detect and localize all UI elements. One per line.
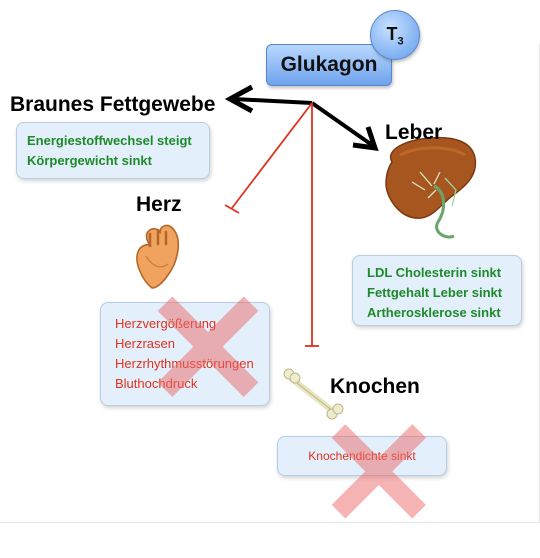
heart-heading: Herz (136, 193, 182, 216)
bone-heading: Knochen (330, 375, 420, 398)
brown-fat-effect: Körpergewicht sinkt (27, 153, 152, 168)
liver-effect: Fettgehalt Leber sinkt (367, 285, 503, 300)
diagram-canvas: Glukagon T3 Braunes Fettgewebe Leber Her… (0, 10, 540, 549)
heart-effect: Herzrasen (115, 336, 175, 351)
brown-fat-effect: Energiestoffwechsel steigt (27, 133, 192, 148)
inhibition-to-heart (231, 102, 313, 209)
arrow-head-brown-fat (224, 84, 254, 114)
t3-subscript: 3 (397, 35, 404, 48)
heart-effects-box: Herzvergößerung Herzrasen Herzrhythmusst… (100, 302, 270, 406)
liver-effects-box: LDL Cholesterin sinkt Fettgehalt Leber s… (352, 255, 522, 326)
brown-fat-heading: Braunes Fettgewebe (10, 93, 216, 116)
liver-effect: LDL Cholesterin sinkt (367, 265, 502, 280)
glukagon-label: Glukagon (280, 53, 378, 76)
glukagon-node: Glukagon (266, 44, 392, 86)
heart-effect: Herzvergößerung (115, 316, 217, 331)
heart-icon (136, 224, 180, 289)
liver-heading: Leber (385, 121, 443, 144)
arrow-head-liver (352, 126, 379, 152)
bone-effect: Knochendichte sinkt (308, 449, 416, 463)
bone-effects-box: Knochendichte sinkt (277, 436, 447, 476)
connector-layer (136, 84, 477, 420)
heart-effect: Bluthochdruck (115, 376, 198, 391)
liver-icon (385, 136, 477, 239)
brown-fat-effects-box: Energiestoffwechsel steigt Körpergewicht… (16, 122, 210, 179)
liver-effect: Artherosklerose sinkt (367, 305, 501, 320)
inhibition-bar-heart (224, 204, 240, 214)
t3-letter: T (386, 24, 398, 44)
t3-badge: T3 (370, 10, 420, 60)
arrow-to-brown-fat (233, 97, 313, 105)
arrow-to-liver (310, 101, 374, 147)
bone-icon (283, 368, 344, 420)
heart-effect: Herzrhythmusstörungen (115, 356, 254, 371)
